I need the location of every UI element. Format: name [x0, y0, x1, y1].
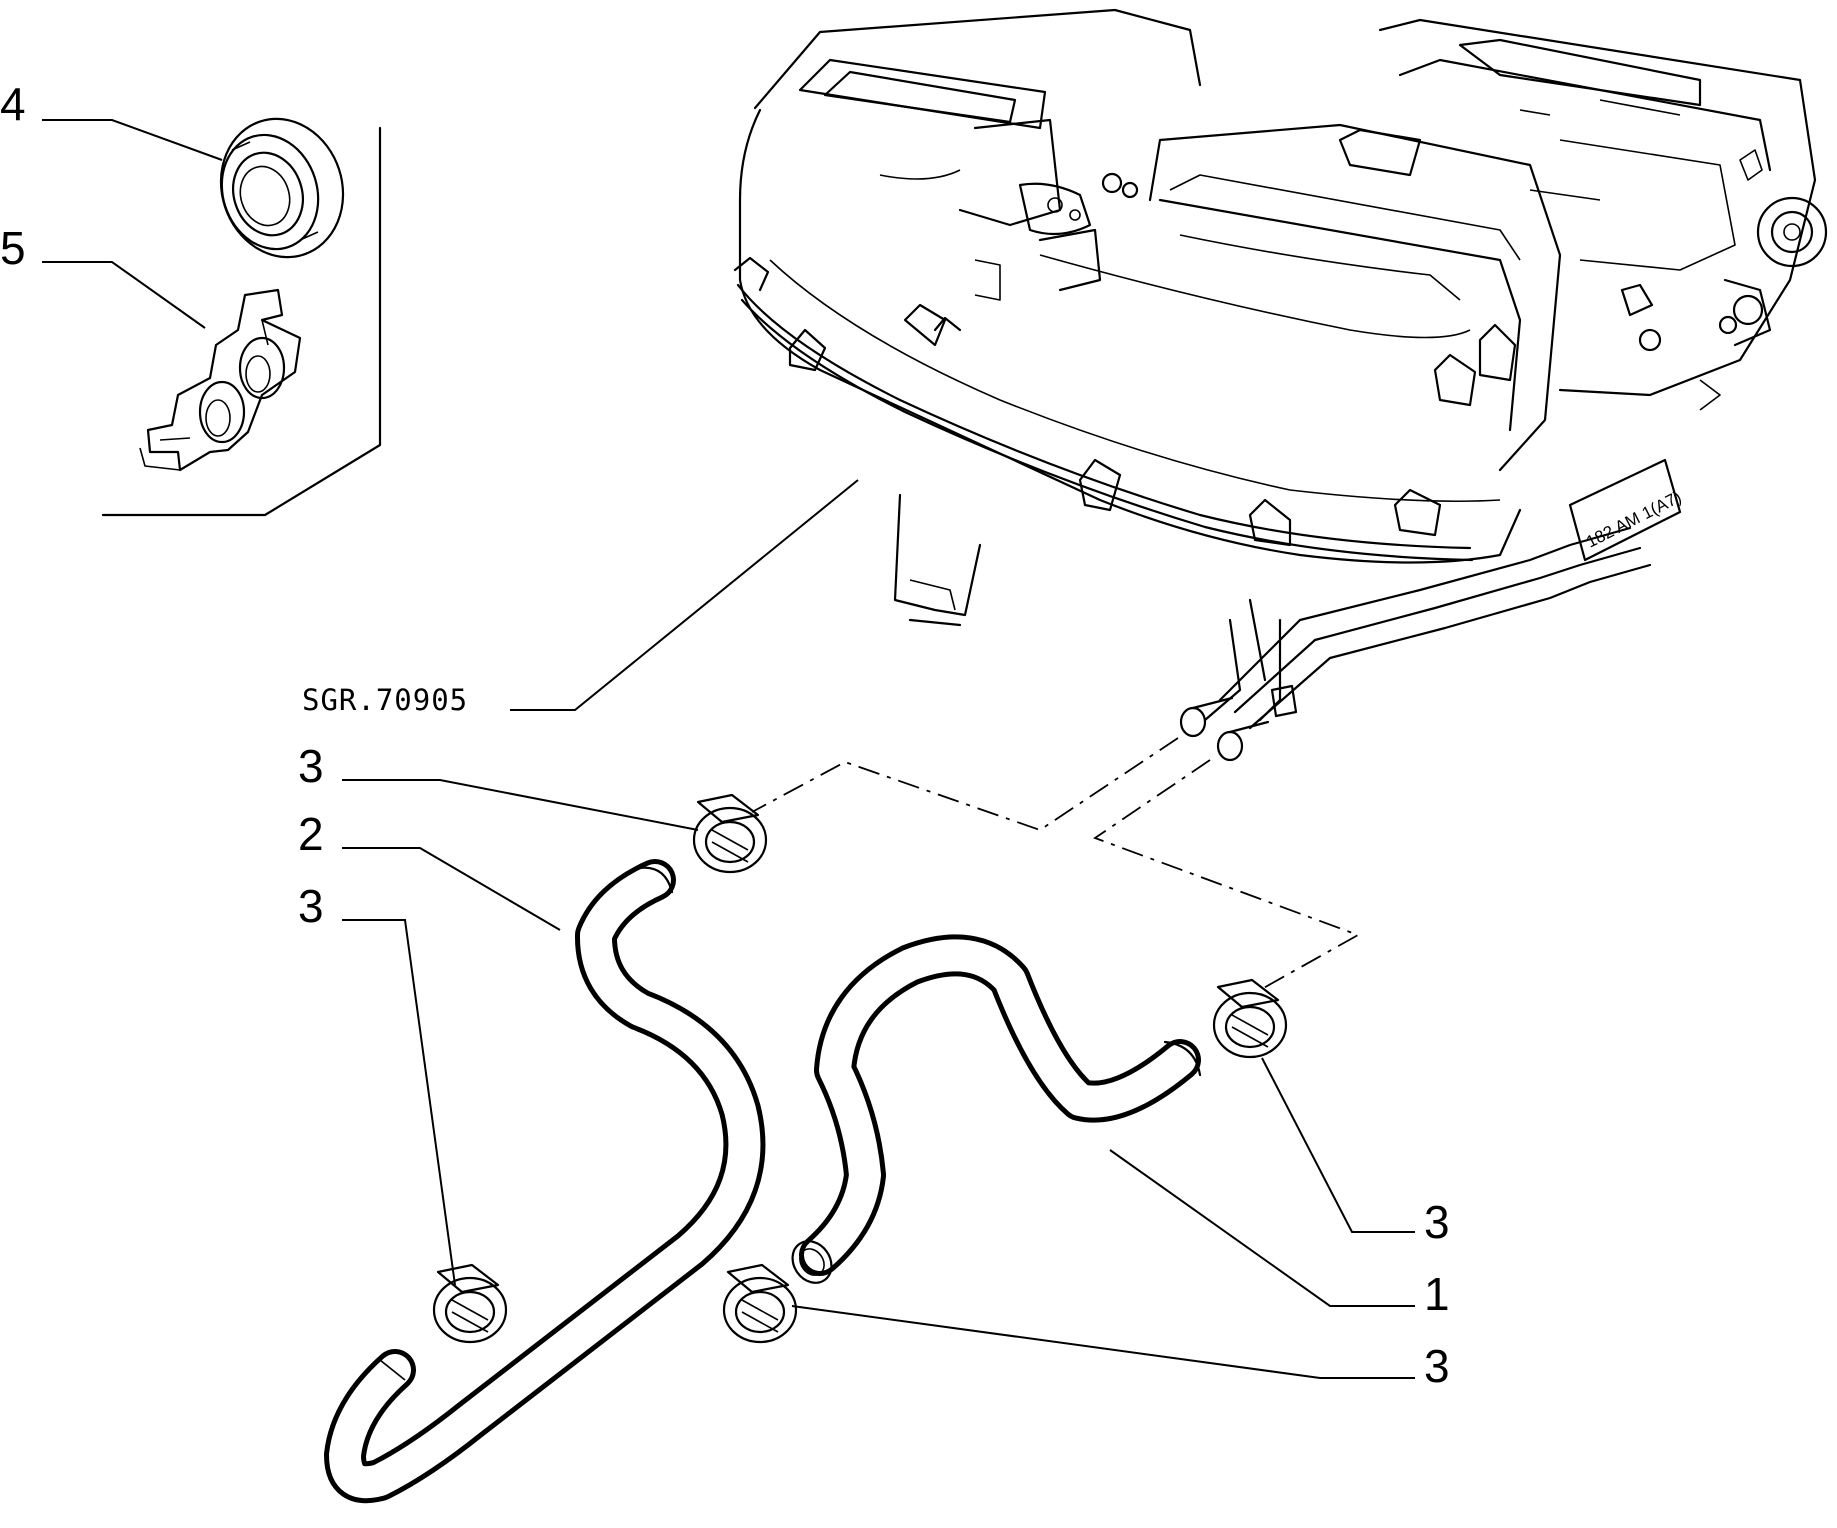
leader-3-left [342, 919, 456, 1286]
leader-3-right [1261, 1057, 1415, 1233]
heater-pipes: 182 AM 1(A7) [1179, 458, 1684, 762]
hose-clip-bottom [722, 1263, 798, 1344]
callout-5: 5 [0, 222, 26, 274]
leader-4 [42, 119, 223, 161]
callout-3-bottom: 3 [1424, 1340, 1450, 1392]
heater-housing [733, 8, 1828, 627]
hose-clip-left [432, 1263, 508, 1344]
callout-3-left: 3 [298, 880, 324, 932]
callout-3-right: 3 [1424, 1196, 1450, 1248]
hose-clip-top-left [692, 793, 768, 874]
hose-bracket-part [139, 288, 302, 472]
hose-1 [791, 934, 1202, 1284]
leader-3-bottom [791, 1305, 1415, 1379]
callout-2: 2 [298, 808, 324, 860]
seal-ring-part [219, 117, 345, 259]
leader-2 [342, 847, 561, 931]
callout-4: 4 [0, 78, 26, 130]
inset-frame [101, 126, 382, 517]
hose-2 [324, 859, 766, 1504]
leader-1 [1109, 1149, 1415, 1307]
hose-clip-right [1212, 978, 1288, 1059]
callout-1: 1 [1424, 1268, 1450, 1320]
reference-label: SGR.70905 [302, 683, 468, 717]
connection-lines [751, 737, 1361, 991]
callout-3-top-left: 3 [298, 740, 324, 792]
leader-3-top-left [342, 779, 699, 831]
pipe-stamp: 182 AM 1(A7) [1583, 487, 1684, 551]
leader-sgr [510, 479, 859, 711]
leader-5 [42, 261, 206, 329]
